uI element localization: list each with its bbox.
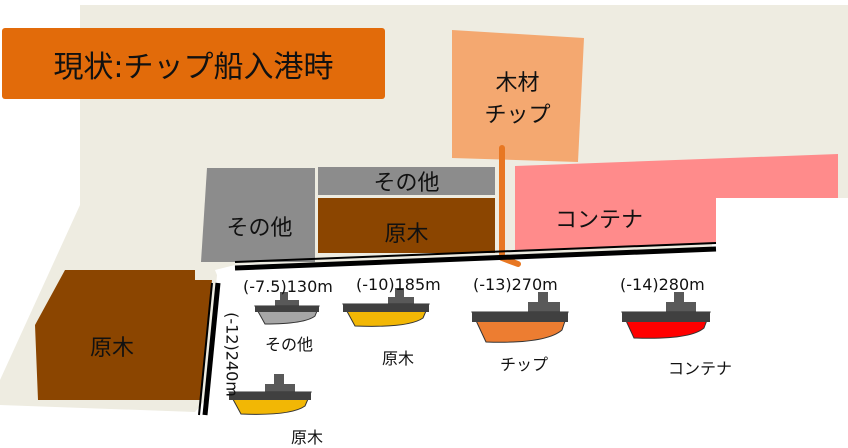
berth-4-depth-length: (-14)280m: [620, 275, 705, 294]
ship-logs: [342, 288, 430, 327]
other-left-label: その他: [226, 216, 293, 241]
berth-4-cargo: コンテナ: [668, 359, 733, 378]
berth-1-depth-length: (-7.5)130m: [243, 277, 333, 296]
zone-logs-left: [35, 270, 212, 400]
title-text: 現状:チップ船入港時: [53, 49, 334, 85]
main-quay: [234, 246, 717, 271]
other-small-label: その他: [373, 171, 440, 196]
side-quay-inner: [198, 282, 213, 416]
berth-2-depth-length: (-10)185m: [356, 275, 441, 294]
diagram-title: 現状:チップ船入港時: [2, 28, 385, 99]
berth-2-cargo: 原木: [382, 349, 415, 368]
side-berth-cargo: 原木: [291, 428, 324, 447]
ship-container: [621, 292, 711, 339]
berth-3-depth-length: (-13)270m: [473, 275, 558, 294]
zone-other-small: [318, 167, 495, 195]
zone-chip-yard: [452, 30, 584, 162]
ship-side-logs: [228, 374, 312, 415]
logs-left-label: 原木: [90, 336, 135, 361]
main-quay-inner: [234, 242, 717, 263]
zone-logs-center: [318, 198, 495, 253]
side-berth-depth-length: (-12)240m: [222, 312, 242, 397]
zone-other-left: [201, 168, 315, 262]
berth-3-cargo: チップ: [500, 355, 549, 374]
ship-chip: [471, 292, 569, 343]
berth-1-cargo: その他: [265, 335, 314, 354]
side-quay: [202, 282, 221, 416]
ship-other: [254, 292, 320, 325]
logs-center-label: 原木: [384, 222, 429, 247]
container-zone-label: コンテナ: [555, 208, 644, 233]
chip-yard-label: 木材 チップ: [484, 71, 551, 128]
zone-container: [515, 154, 838, 250]
